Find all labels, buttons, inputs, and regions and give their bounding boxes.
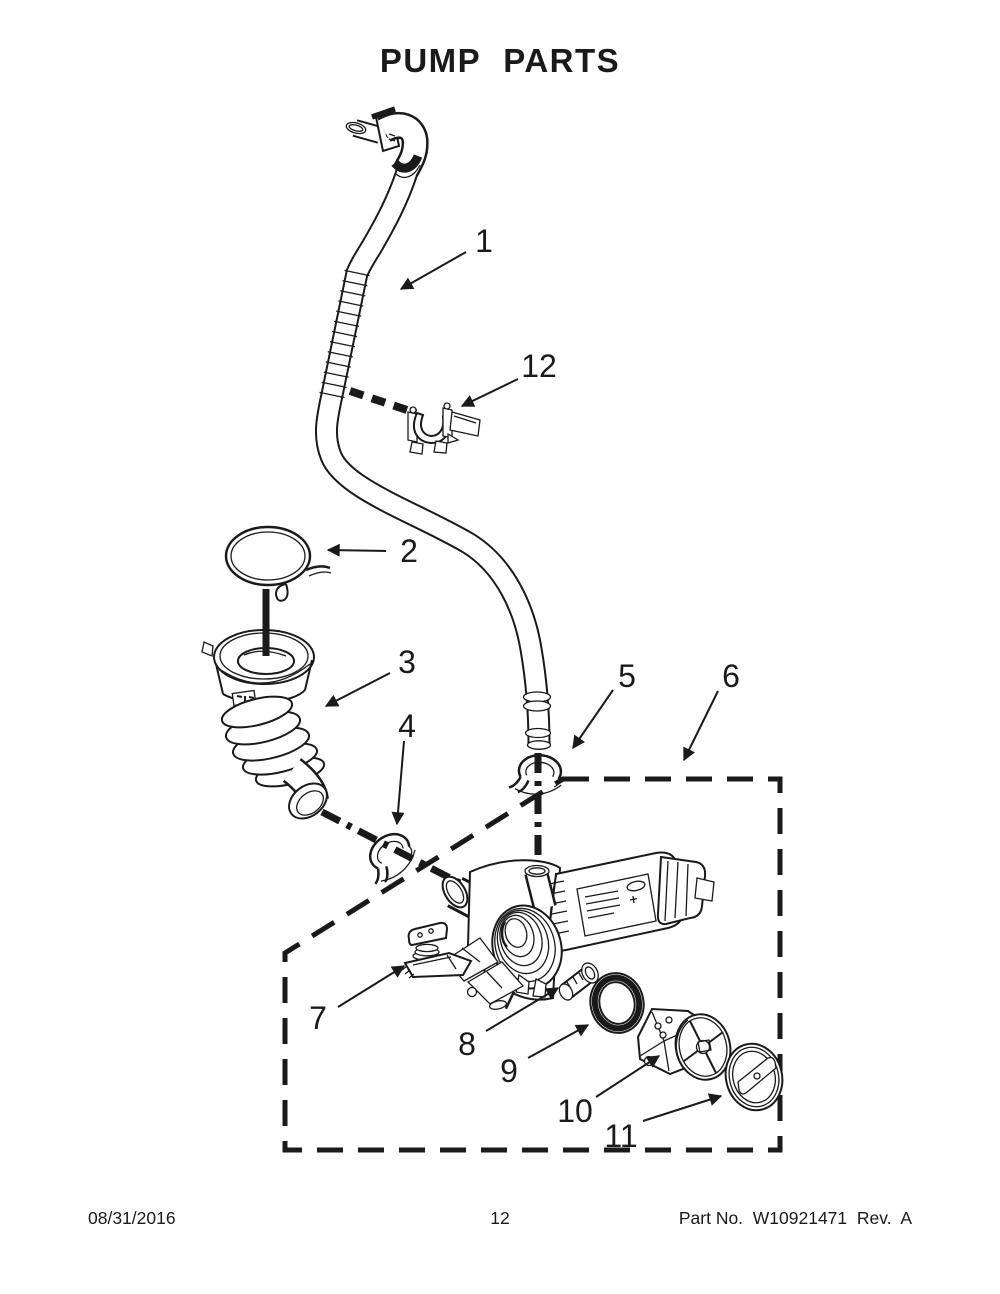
callout-4: 4 [391,708,416,826]
footer-part-number: Part No. W10921471 Rev. A [678,1208,912,1228]
footer-page-number: 12 [490,1208,510,1228]
part-7-mounting-isolator [401,921,473,979]
part-12-hose-clip [348,387,481,455]
svg-text:12: 12 [521,348,557,384]
svg-text:3: 3 [398,644,416,680]
callout-3: 3 [324,644,416,707]
footer-date: 08/31/2016 [88,1208,176,1228]
motor-connector [656,855,707,926]
hose-corrugation [319,269,370,399]
callout-11: 11 [604,1093,723,1154]
part-11-filter-cap [724,1042,784,1112]
callout-5: 5 [572,658,636,750]
drain-pump-assembly [441,851,715,1010]
part-2-wire-clamp [224,525,332,602]
page-title: PUMP PARTS [379,42,621,79]
callout-8: 8 [458,987,560,1062]
part-8-check-valve [558,962,599,1001]
part-10-pump-filter [636,1007,732,1081]
svg-text:8: 8 [458,1026,476,1062]
callout-6: 6 [683,658,740,762]
svg-text:2: 2 [400,533,418,569]
hose-elbow-fitting [345,106,429,179]
callout-12: 12 [460,348,557,407]
part-3-pump-filter-hose [201,600,329,820]
svg-text:7: 7 [309,1000,327,1036]
bellows [220,695,326,788]
part-9-o-ring [589,972,645,1034]
callout-1: 1 [399,223,493,290]
svg-text:1: 1 [475,223,493,259]
callout-10: 10 [557,1055,661,1129]
part-6-pump-kit-boundary [282,776,783,1153]
svg-text:6: 6 [722,658,740,694]
part-1-drain-hose [314,106,552,750]
callout-2: 2 [326,533,418,569]
svg-text:5: 5 [618,658,636,694]
callouts: 1 2 3 4 5 6 7 [309,223,740,1154]
callout-9: 9 [500,1024,590,1089]
svg-text:4: 4 [398,708,416,744]
callout-7: 7 [309,965,406,1036]
svg-text:10: 10 [557,1093,593,1129]
svg-text:11: 11 [604,1118,637,1154]
svg-text:9: 9 [500,1053,518,1089]
